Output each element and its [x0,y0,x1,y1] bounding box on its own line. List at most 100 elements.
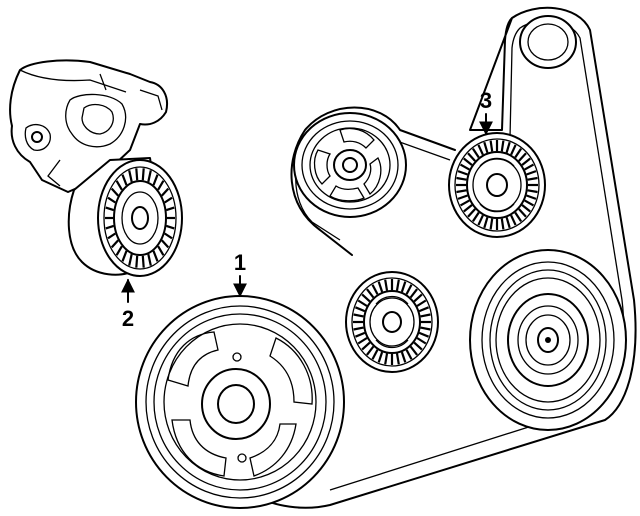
pulley-rib [105,224,114,230]
callout-1-number: 1 [234,250,246,275]
pulley-rib [459,163,470,171]
pulley-rib [361,341,371,351]
idler-pulley-upper [448,132,546,238]
pulley-rib [384,353,389,365]
callout-2: 2 [121,278,135,331]
water-pump-pulley [293,112,407,218]
pulley-rib [527,176,538,181]
pulley-rib [377,351,384,363]
pulley-rib [354,331,366,338]
lower-idler-ribs [353,279,431,365]
pulley-rib [371,284,379,295]
pulley-rib [471,147,480,159]
pulley-rib [518,208,527,218]
pulley-rib [135,255,139,268]
pulley-rib [413,341,423,351]
pulley-rib [371,349,379,360]
pulley-rib [471,211,480,223]
pulley-rib [357,337,368,345]
pulley-rib [357,299,368,307]
idler-pulley-lower [345,271,439,373]
belt-tensioner [9,59,183,277]
pulley-rib [147,170,152,183]
pulley-rib [353,313,364,318]
pulley-rib [456,176,467,181]
pulley-rib [166,206,175,212]
pulley-rib [463,157,473,166]
pulley-rib [477,144,484,156]
pulley-rib [157,180,165,191]
pulley-rib [524,163,535,171]
pulley-rib [418,331,430,338]
pulley-rib [459,199,470,207]
pulley-rib [377,281,384,293]
pulley-rib [141,255,145,268]
pulley-rib [166,224,175,230]
pulley-rib [527,189,538,194]
pulley-rib [395,353,400,365]
pulley-rib [361,293,371,303]
pulley-rib [395,279,400,291]
pulley-rib [353,326,364,331]
pulley-rib [107,232,116,240]
pulley-rib [514,211,523,223]
pulley-rib [413,293,423,303]
pulley-rib [110,239,120,249]
pulley-rib [354,306,366,313]
pulley-rib [141,168,145,181]
pulley-rib [418,306,430,313]
pulley-rib [500,140,505,152]
pulley-rib [489,218,494,230]
tensioner-pulley-ribs [105,168,175,268]
pulley-rib [128,170,133,183]
callout-3-number: 3 [480,88,492,113]
pulley-rib [152,250,159,262]
pulley-rib [510,144,517,156]
pulley-rib [420,326,431,331]
pulley-rib [405,349,413,360]
crankshaft-pulley [135,295,345,509]
pulley-rib [135,168,139,181]
pulley-rib [524,199,535,207]
callout-3: 3 [479,88,493,136]
pulley-rib [420,313,431,318]
pulley-rib [366,288,375,299]
pulley-rib [400,281,407,293]
pulley-rib [505,216,511,229]
pulley-rib [457,194,468,200]
pulley-rib [121,174,128,186]
pulley-rib [463,204,473,213]
pulley-rib [521,204,531,213]
pulley-rib [518,152,527,162]
pulley-rib [500,218,505,230]
pulley-rib [526,194,537,200]
pulley-rib [115,245,123,256]
accessory-pulley-right [469,249,627,431]
pulley-rib [456,189,467,194]
pulley-rib [107,196,116,204]
pulley-rib [164,196,173,204]
pulley-rib [121,250,128,262]
pulley-rib [366,345,375,356]
pulley-rib [416,299,427,307]
pulley-rib [457,170,468,176]
pulley-rib [157,245,165,256]
pulley-rib [110,187,120,197]
pulley-rib [128,253,133,266]
pulley-rib [400,351,407,363]
pulley-rib [526,170,537,176]
pulley-rib [489,140,494,152]
pulley-rib [164,232,173,240]
pulley-rib [384,279,389,291]
pulley-rib [105,206,114,212]
pulley-rib [467,208,476,218]
pulley-rib [477,214,484,226]
pulley-rib [160,187,170,197]
pulley-rib [514,147,523,159]
pulley-rib [510,214,517,226]
pulley-rib [409,288,418,299]
pulley-rib [147,253,152,266]
pulley-rib [505,141,511,154]
callout-2-number: 2 [122,306,134,331]
